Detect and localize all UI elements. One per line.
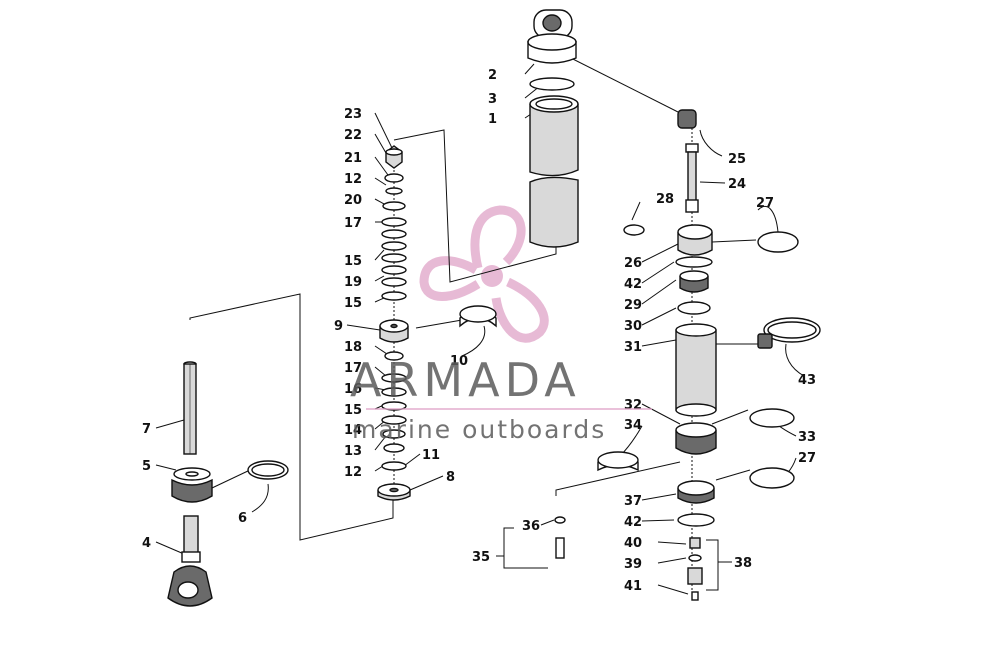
lower-cap-part xyxy=(677,480,715,504)
label-17b: 17 xyxy=(344,361,362,376)
label-28: 28 xyxy=(656,192,674,207)
valve-stem-part xyxy=(685,143,699,213)
label-8: 8 xyxy=(446,470,455,485)
label-42b: 42 xyxy=(624,515,642,530)
o-ring-small xyxy=(623,224,645,236)
seal-ring-27b xyxy=(749,467,795,489)
hose-fitting-part xyxy=(677,109,697,129)
shock-body xyxy=(527,9,579,248)
label-19: 19 xyxy=(344,275,362,290)
label-42a: 42 xyxy=(624,277,642,292)
end-cap-part xyxy=(677,224,713,256)
label-27a: 27 xyxy=(756,196,774,211)
valve-38-part xyxy=(687,567,703,601)
washer-part xyxy=(384,173,404,183)
label-30: 30 xyxy=(624,319,642,334)
label-3: 3 xyxy=(488,92,497,107)
watermark: ARMADA marine outboards xyxy=(350,353,652,444)
label-18: 18 xyxy=(344,340,362,355)
label-29: 29 xyxy=(624,298,642,313)
label-36: 36 xyxy=(522,519,540,534)
center-valve-stack xyxy=(377,145,497,501)
seal-head-part xyxy=(171,467,213,503)
rod-end-part xyxy=(167,515,213,607)
label-20: 20 xyxy=(344,193,362,208)
label-35: 35 xyxy=(472,550,490,565)
reservoir-assembly xyxy=(554,109,821,601)
label-5: 5 xyxy=(142,459,151,474)
label-31: 31 xyxy=(624,340,642,355)
piston-rod-part xyxy=(183,361,197,455)
label-12b: 12 xyxy=(344,465,362,480)
floating-piston-part xyxy=(675,422,717,455)
label-33: 33 xyxy=(798,430,816,445)
watermark-tagline: marine outboards xyxy=(352,415,606,444)
plug-40 xyxy=(689,537,701,549)
label-26: 26 xyxy=(624,256,642,271)
armada-logo-icon xyxy=(419,205,549,343)
label-22: 22 xyxy=(344,128,362,143)
label-25: 25 xyxy=(728,152,746,167)
label-41: 41 xyxy=(624,579,642,594)
label-43: 43 xyxy=(798,373,816,388)
seal-ring-inner xyxy=(251,463,285,477)
hose-clamp-part xyxy=(757,317,821,349)
o-ring-30 xyxy=(677,301,711,315)
seal-ring-27a xyxy=(757,231,799,253)
label-32: 32 xyxy=(624,398,642,413)
piston-part xyxy=(379,319,409,343)
label-16: 16 xyxy=(344,382,362,397)
label-17a: 17 xyxy=(344,216,362,231)
eyelet-top-part xyxy=(527,9,577,64)
label-14: 14 xyxy=(344,423,362,438)
label-24: 24 xyxy=(728,177,746,192)
label-6: 6 xyxy=(238,511,247,526)
o-ring-part xyxy=(529,77,575,91)
label-9: 9 xyxy=(334,319,343,334)
label-39: 39 xyxy=(624,557,642,572)
washer-39 xyxy=(688,554,702,562)
label-40: 40 xyxy=(624,536,642,551)
label-38: 38 xyxy=(734,556,752,571)
o-ring-42a xyxy=(675,256,713,268)
label-27b: 27 xyxy=(798,451,816,466)
label-34: 34 xyxy=(624,418,642,433)
screw-35 xyxy=(555,537,565,559)
label-10: 10 xyxy=(450,354,468,369)
shim-stack-lower xyxy=(381,373,407,471)
label-11: 11 xyxy=(422,448,440,463)
reservoir-tube-part xyxy=(675,323,717,417)
label-13: 13 xyxy=(344,444,362,459)
label-23: 23 xyxy=(344,107,362,122)
label-7: 7 xyxy=(142,422,151,437)
part-labels: 23 22 21 12 20 17 15 19 15 9 18 17 16 15… xyxy=(142,68,816,594)
bumper-part xyxy=(377,483,411,501)
body-tube-part xyxy=(529,95,579,248)
label-15a: 15 xyxy=(344,254,362,269)
o-ring-36 xyxy=(554,516,566,524)
washer-part xyxy=(385,187,403,195)
shim-part xyxy=(382,201,406,211)
bearing-part xyxy=(679,270,709,293)
shim-stack xyxy=(381,217,407,301)
shaft-assembly xyxy=(167,361,289,607)
label-4: 4 xyxy=(142,536,151,551)
o-ring-42b xyxy=(677,513,715,527)
label-2: 2 xyxy=(488,68,497,83)
clip-34-part xyxy=(597,451,639,472)
nut-part xyxy=(385,145,403,169)
label-15b: 15 xyxy=(344,296,362,311)
label-1: 1 xyxy=(488,112,497,127)
clip-ring-part xyxy=(459,305,497,328)
label-21: 21 xyxy=(344,151,362,166)
washer-part xyxy=(384,351,404,361)
label-37: 37 xyxy=(624,494,642,509)
label-15c: 15 xyxy=(344,403,362,418)
label-12a: 12 xyxy=(344,172,362,187)
watermark-brand: ARMADA xyxy=(350,353,581,407)
seal-ring-33 xyxy=(749,408,795,428)
